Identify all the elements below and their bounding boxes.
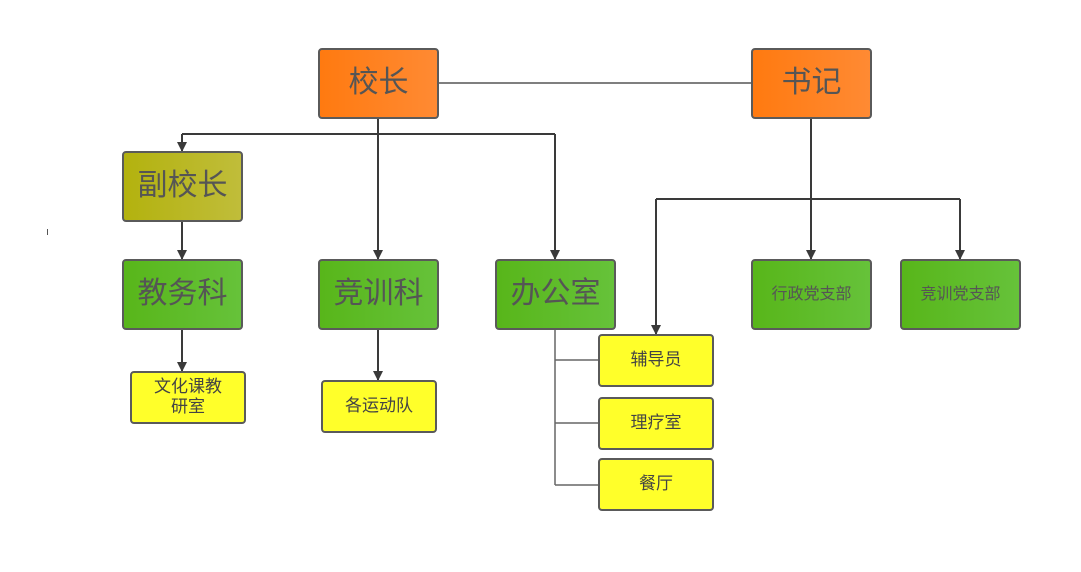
node-principal[interactable]: 校长 — [318, 48, 439, 119]
node-training[interactable]: 竞训科 — [318, 259, 439, 330]
node-secretary-label: 书记 — [781, 65, 842, 101]
node-counselor[interactable]: 辅导员 — [598, 334, 714, 387]
node-admin-party-label: 行政党支部 — [771, 284, 852, 304]
node-office-label: 办公室 — [510, 276, 601, 312]
node-canteen[interactable]: 餐厅 — [598, 458, 714, 511]
stray-mark — [47, 229, 48, 235]
node-academic[interactable]: 教务科 — [122, 259, 243, 330]
node-sports-teams-label: 各运动队 — [345, 395, 413, 416]
node-training-party-label: 竞训党支部 — [920, 284, 1001, 304]
node-vice-principal[interactable]: 副校长 — [122, 151, 243, 222]
node-training-label: 竞训科 — [333, 276, 424, 312]
node-culture-research[interactable]: 文化课教研室 — [130, 371, 246, 424]
node-therapy-label: 理疗室 — [630, 412, 682, 433]
node-culture-research-label: 文化课教研室 — [154, 376, 222, 417]
node-counselor-label: 辅导员 — [630, 349, 682, 370]
node-principal-label: 校长 — [348, 65, 409, 101]
node-academic-label: 教务科 — [137, 276, 228, 312]
node-admin-party[interactable]: 行政党支部 — [751, 259, 872, 330]
node-therapy[interactable]: 理疗室 — [598, 397, 714, 450]
node-training-party[interactable]: 竞训党支部 — [900, 259, 1021, 330]
node-secretary[interactable]: 书记 — [751, 48, 872, 119]
node-canteen-label: 餐厅 — [639, 473, 673, 494]
node-office[interactable]: 办公室 — [495, 259, 616, 330]
node-vice-principal-label: 副校长 — [137, 168, 228, 204]
node-sports-teams[interactable]: 各运动队 — [321, 380, 437, 433]
